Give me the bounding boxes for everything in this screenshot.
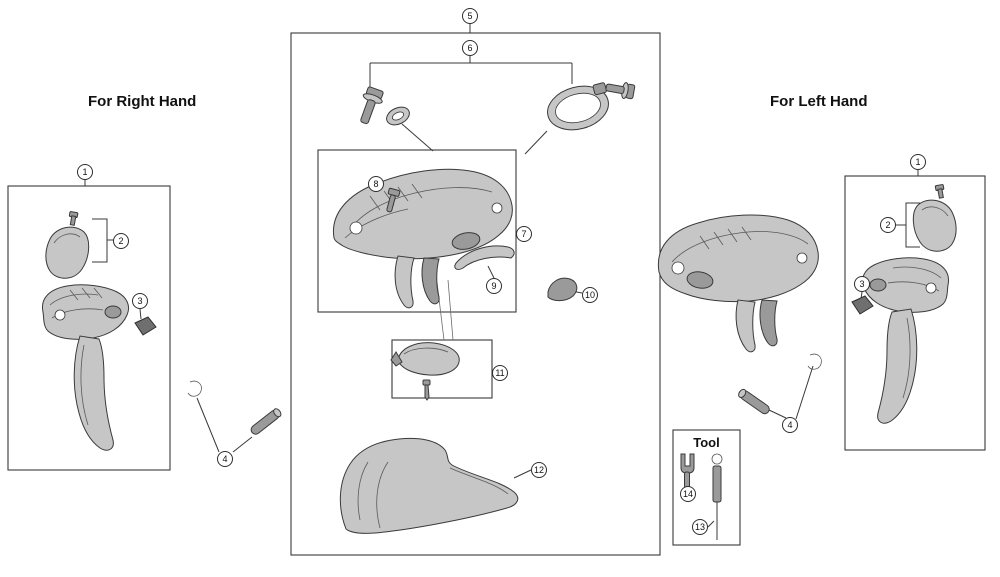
callout-left-1: 1 bbox=[77, 164, 93, 180]
lever-top-cover-left bbox=[912, 199, 957, 252]
right-lever-assembly bbox=[41, 211, 157, 451]
group-boxes bbox=[7, 32, 986, 556]
pin-tool bbox=[711, 453, 723, 540]
callout-left-2: 2 bbox=[113, 233, 129, 249]
rubber-pad bbox=[547, 277, 578, 302]
callout-tool-14: 14 bbox=[680, 486, 696, 502]
callout-12: 12 bbox=[531, 462, 547, 478]
callout-8: 8 bbox=[368, 176, 384, 192]
clamp-band bbox=[547, 82, 609, 131]
callout-right-1: 1 bbox=[910, 154, 926, 170]
callout-10: 10 bbox=[582, 287, 598, 303]
shift-paddle-left-a bbox=[735, 299, 756, 353]
callout-7: 7 bbox=[516, 226, 532, 242]
bracket-cap-unit bbox=[390, 342, 460, 401]
callout-right-2: 2 bbox=[880, 217, 896, 233]
left-lever-box bbox=[844, 175, 986, 451]
left-lever-assembly bbox=[851, 184, 957, 424]
callout-right-3: 3 bbox=[854, 276, 870, 292]
reach-lever bbox=[454, 245, 515, 270]
tool-label: Tool bbox=[693, 435, 720, 450]
callout-11: 11 bbox=[492, 365, 508, 381]
callout-6: 6 bbox=[462, 40, 478, 56]
lever-body bbox=[41, 284, 130, 340]
callout-tool-13: 13 bbox=[692, 519, 708, 535]
fixing-bolt bbox=[360, 86, 384, 125]
washer bbox=[386, 106, 410, 126]
cap-screw-shaft bbox=[424, 384, 430, 401]
top-screw-left bbox=[934, 184, 945, 199]
lever-top-cover bbox=[45, 226, 90, 279]
right-hand-title: For Right Hand bbox=[88, 93, 197, 110]
cable-hook bbox=[187, 380, 202, 397]
adjust-bolt bbox=[386, 187, 401, 213]
callout-left-3: 3 bbox=[132, 293, 148, 309]
bracket-hood bbox=[339, 437, 519, 534]
cable-hook-left bbox=[807, 353, 822, 370]
shift-paddle-b bbox=[421, 257, 440, 305]
band-bolt bbox=[605, 82, 636, 100]
pin bbox=[250, 408, 282, 435]
right-lever-box bbox=[7, 185, 171, 471]
callout-9: 9 bbox=[486, 278, 502, 294]
lever-blade bbox=[73, 335, 114, 451]
callout-5: 5 bbox=[462, 8, 478, 24]
fork-tool bbox=[680, 453, 695, 489]
left-hand-title: For Left Hand bbox=[770, 93, 868, 110]
callout-left-4: 4 bbox=[217, 451, 233, 467]
central-parts-box bbox=[290, 32, 661, 556]
shift-paddle-left-b bbox=[759, 299, 778, 347]
top-screw bbox=[68, 211, 79, 226]
tool-box bbox=[672, 429, 741, 546]
bracket-body-left bbox=[657, 214, 819, 353]
cable-cover-left bbox=[851, 295, 874, 315]
pin-left bbox=[738, 388, 770, 415]
cable-cover bbox=[134, 316, 157, 336]
callout-right-4: 4 bbox=[782, 417, 798, 433]
lever-blade-left bbox=[877, 308, 918, 424]
cap-screw-head bbox=[422, 379, 431, 386]
shift-paddle-a bbox=[394, 255, 415, 309]
